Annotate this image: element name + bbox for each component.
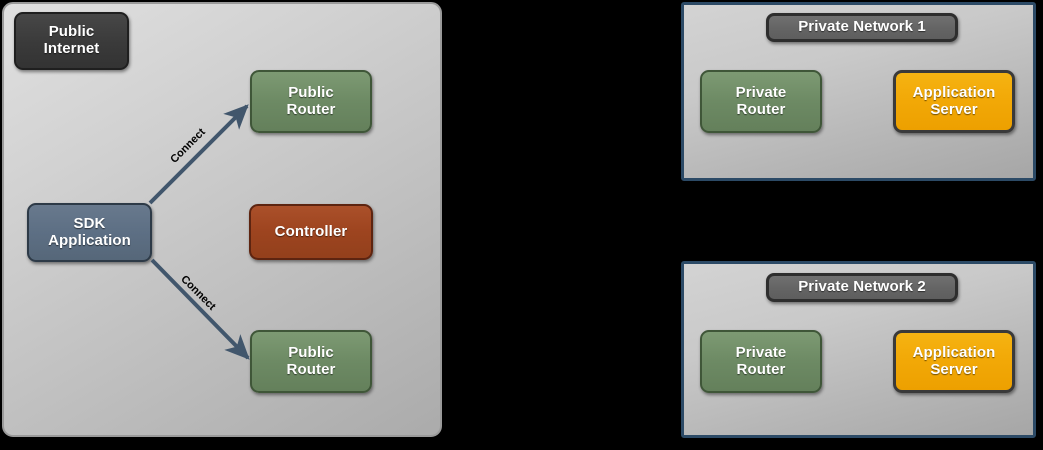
private-network-2-title-label: Private Network 2	[798, 278, 926, 296]
node-sdk-application-label: SDK Application	[48, 214, 131, 249]
private-network-1-app-server-label: Application Server	[912, 83, 996, 118]
private-network-1-router-label: Private Router	[735, 83, 787, 118]
node-public-router-top[interactable]: Public Router	[250, 70, 372, 133]
private-network-1-title: Private Network 1	[766, 13, 958, 42]
node-sdk-application[interactable]: SDK Application	[27, 203, 152, 262]
node-public-router-top-label: Public Router	[286, 83, 336, 118]
private-network-2-app-server[interactable]: Application Server	[893, 330, 1015, 393]
private-network-1-router[interactable]: Private Router	[700, 70, 822, 133]
node-controller[interactable]: Controller	[249, 204, 373, 260]
node-controller-label: Controller	[274, 222, 348, 240]
node-public-internet-label: Public Internet	[43, 23, 100, 57]
private-network-1-app-server[interactable]: Application Server	[893, 70, 1015, 133]
private-network-2-router[interactable]: Private Router	[700, 330, 822, 393]
node-public-router-bottom-label: Public Router	[286, 343, 336, 378]
node-public-router-bottom[interactable]: Public Router	[250, 330, 372, 393]
private-network-2-router-label: Private Router	[735, 343, 787, 378]
private-network-2-title: Private Network 2	[766, 273, 958, 302]
private-network-2-app-server-label: Application Server	[912, 343, 996, 378]
private-network-1-title-label: Private Network 1	[798, 18, 926, 36]
node-public-internet[interactable]: Public Internet	[14, 12, 129, 70]
